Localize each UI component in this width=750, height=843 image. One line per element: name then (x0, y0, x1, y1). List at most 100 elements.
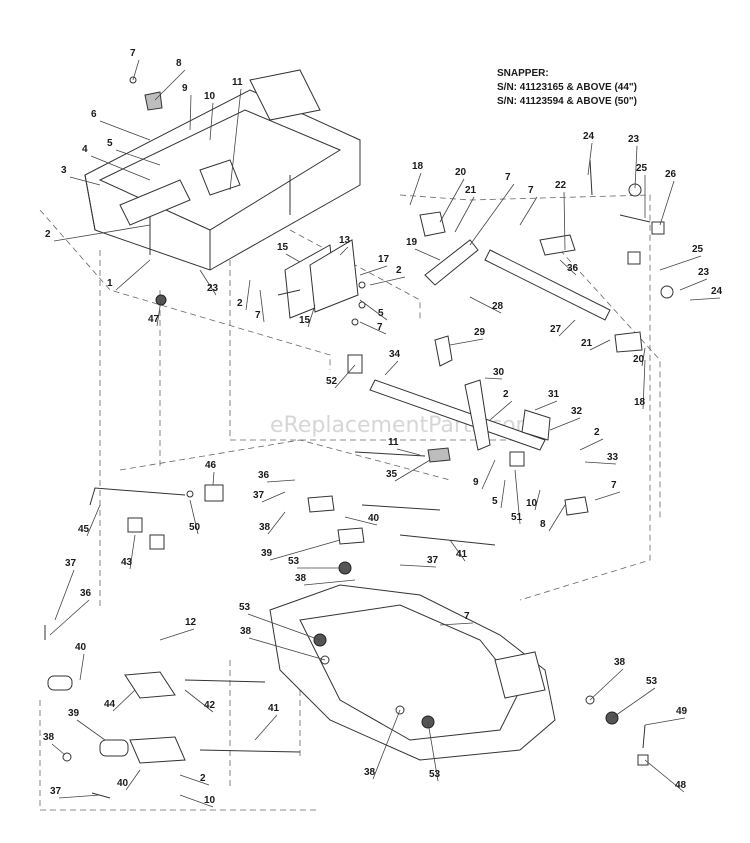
callout-leader-c21b (589, 339, 611, 351)
callout-label-c17: 17 (378, 254, 390, 265)
callout-leader-c25b (659, 255, 702, 271)
callout-leader-c39b (76, 719, 106, 741)
callout-label-c2f: 2 (200, 773, 206, 784)
callout-label-c8a: 8 (176, 58, 182, 69)
callout-label-c46: 46 (205, 460, 217, 471)
lower-bracket-assembly (44, 625, 301, 799)
callout-label-c10a: 10 (204, 91, 216, 102)
callout-label-c9b: 9 (473, 477, 479, 488)
callout-leader-c41b (254, 714, 278, 741)
callout-label-c35: 35 (386, 469, 398, 480)
callout-label-c24b: 24 (711, 286, 723, 297)
callout-label-c53c: 53 (646, 676, 658, 687)
callout-leader-c2a (53, 224, 151, 242)
callout-label-c18b: 18 (634, 397, 646, 408)
callout-leader-c45 (86, 504, 101, 537)
callout-leader-c38a (267, 511, 286, 535)
callout-label-c7d: 7 (505, 172, 511, 183)
callout-label-c38f: 38 (364, 767, 376, 778)
callout-label-c10c: 10 (204, 795, 216, 806)
note-line-3: S/N: 41123594 & ABOVE (50") (497, 96, 637, 107)
callout-label-c48: 48 (675, 780, 687, 791)
callout-leader-c27 (558, 319, 576, 337)
callout-label-c2e: 2 (594, 427, 600, 438)
callout-leader-c53d (427, 721, 439, 782)
callout-leader-c26 (659, 180, 675, 226)
callout-leader-c42 (184, 689, 214, 713)
callout-leader-c23b (634, 145, 638, 189)
callout-label-c25a: 25 (636, 163, 648, 174)
callout-leader-c43 (129, 534, 136, 570)
callout-leader-c23c (679, 278, 708, 291)
callout-label-c41a: 41 (456, 549, 468, 560)
callout-leader-c7b (259, 289, 265, 323)
callout-leader-c39a (269, 539, 341, 561)
callout-leader-c5c (500, 479, 506, 509)
callout-label-c10b: 10 (526, 498, 538, 509)
callout-label-c11b: 11 (388, 437, 399, 448)
callout-label-c44: 44 (104, 699, 116, 710)
callout-label-c2a: 2 (45, 229, 51, 240)
callout-label-c23a: 23 (207, 283, 219, 294)
callout-leader-c7e (519, 196, 538, 226)
callout-label-c26: 26 (665, 169, 677, 180)
callout-label-c40b: 40 (75, 642, 87, 653)
callout-label-c11a: 11 (232, 77, 243, 88)
callout-leader-c2b (245, 279, 251, 311)
callout-label-c38d: 38 (240, 626, 252, 637)
callout-label-c36c: 36 (80, 588, 92, 599)
callout-leader-c9a (189, 94, 192, 131)
callout-leader-c2f (179, 774, 210, 786)
callout-label-c30: 30 (493, 367, 505, 378)
callout-leader-c47 (156, 299, 162, 327)
callout-label-c52: 52 (326, 376, 338, 387)
callout-leader-c24b (689, 297, 721, 301)
callout-leader-c6 (99, 120, 151, 141)
callout-label-c39a: 39 (261, 548, 273, 559)
mower-frame (84, 69, 361, 306)
callout-leader-c31 (534, 400, 558, 411)
callout-label-c2c: 2 (396, 265, 402, 276)
callout-leader-c38d (248, 637, 326, 661)
callout-label-c12: 12 (185, 617, 197, 628)
callout-label-c37d: 37 (50, 786, 62, 797)
callout-leader-c4 (90, 155, 151, 181)
callout-label-c7b: 7 (255, 310, 261, 321)
callout-leader-c40a (344, 516, 378, 526)
callout-leader-c41a (449, 539, 466, 562)
callout-layer: 7891011654321472327151513172571820217192… (43, 48, 723, 808)
callout-leader-c51 (514, 469, 521, 525)
callout-leader-c5a (115, 149, 161, 166)
callout-label-c37a: 37 (253, 490, 265, 501)
callout-label-c42: 42 (204, 700, 216, 711)
callout-label-c3: 3 (61, 165, 67, 176)
callout-label-c41b: 41 (268, 703, 280, 714)
callout-leader-c20a (439, 178, 465, 223)
callout-leader-c3 (69, 176, 101, 186)
callout-label-c8b: 8 (540, 519, 546, 530)
note-line-1: SNAPPER: (497, 68, 549, 79)
callout-label-c28: 28 (492, 301, 504, 312)
callout-leader-c32 (549, 417, 581, 431)
callout-leader-c37d (58, 794, 101, 799)
callout-label-c19: 19 (406, 237, 418, 248)
callout-leader-c46 (212, 471, 215, 486)
callout-leader-c10a (209, 102, 214, 141)
callout-label-c38a: 38 (259, 522, 271, 533)
callout-label-c7c: 7 (377, 322, 383, 333)
callout-label-c38c: 38 (43, 732, 55, 743)
callout-label-c9a: 9 (182, 83, 188, 94)
callout-label-c37c: 37 (65, 558, 77, 569)
callout-label-c38e: 38 (614, 657, 626, 668)
callout-leader-c44 (112, 689, 136, 712)
callout-leader-c7a (132, 59, 140, 81)
callout-leader-c30 (484, 377, 503, 380)
callout-label-c29: 29 (474, 327, 486, 338)
callout-leader-c18b (642, 359, 646, 410)
callout-leader-c38f (372, 709, 401, 780)
callout-leader-c1 (115, 259, 151, 291)
callout-leader-c53c (611, 687, 656, 719)
callout-leader-c10b (534, 489, 541, 511)
callout-label-c39b: 39 (68, 708, 80, 719)
height-plate-assembly (277, 239, 366, 326)
